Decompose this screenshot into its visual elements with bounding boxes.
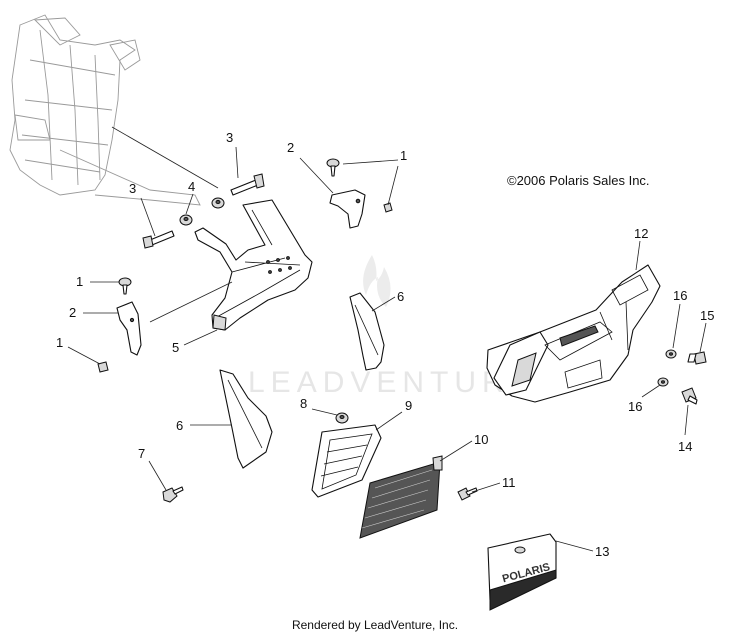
- callout-1: 1: [76, 274, 83, 289]
- copyright-notice: ©2006 Polaris Sales Inc.: [507, 173, 650, 188]
- grille-mesh: [359, 455, 443, 539]
- callout-8: 8: [300, 396, 307, 411]
- callout-16: 16: [628, 399, 642, 414]
- side-panel-right: [349, 292, 385, 371]
- bolt-15: [687, 351, 707, 365]
- callout-5: 5: [172, 340, 179, 355]
- rivet-1: [97, 158, 393, 373]
- bolt-lower: [142, 230, 175, 249]
- callout-6: 6: [397, 289, 404, 304]
- footer-credit: Rendered by LeadVenture, Inc.: [291, 618, 459, 632]
- callout-1: 1: [400, 148, 407, 163]
- screw-11: [457, 487, 478, 501]
- callout-12: 12: [634, 226, 648, 241]
- washer-16: [657, 349, 677, 387]
- callout-1: 1: [56, 335, 63, 350]
- callout-7: 7: [138, 446, 145, 461]
- callout-2: 2: [69, 305, 76, 320]
- callout-13: 13: [595, 544, 609, 559]
- bracket-lower: [116, 301, 142, 356]
- callouts: 1 2 3 3 4 1 2 1 5 6 6 7 8 9 10 11 12 13 …: [56, 130, 714, 559]
- grille-frame: [311, 424, 382, 498]
- side-panel-left: [219, 369, 273, 469]
- callout-10: 10: [474, 432, 488, 447]
- leader-lines: [67, 126, 707, 552]
- callout-3: 3: [129, 181, 136, 196]
- front-bumper-fascia: [486, 264, 661, 403]
- nut-4: [179, 197, 225, 226]
- callout-11: 11: [502, 475, 516, 490]
- bumper-bracket: [194, 199, 313, 331]
- bolt-14: [681, 387, 698, 405]
- bracket-upper: [329, 189, 366, 229]
- frame-outline: [9, 14, 201, 206]
- callout-2: 2: [287, 140, 294, 155]
- watermark: LEADVENTURE: [248, 255, 536, 399]
- bolt-upper: [230, 173, 265, 196]
- screw-7: [162, 486, 184, 503]
- callout-14: 14: [678, 439, 692, 454]
- callout-16: 16: [673, 288, 687, 303]
- watermark-text: LEADVENTURE: [248, 366, 536, 399]
- callout-3: 3: [226, 130, 233, 145]
- logo-plate: POLARIS: [487, 533, 557, 611]
- callout-4: 4: [188, 179, 195, 194]
- nut-8: [335, 412, 349, 424]
- callout-9: 9: [405, 398, 412, 413]
- callout-6: 6: [176, 418, 183, 433]
- callout-15: 15: [700, 308, 714, 323]
